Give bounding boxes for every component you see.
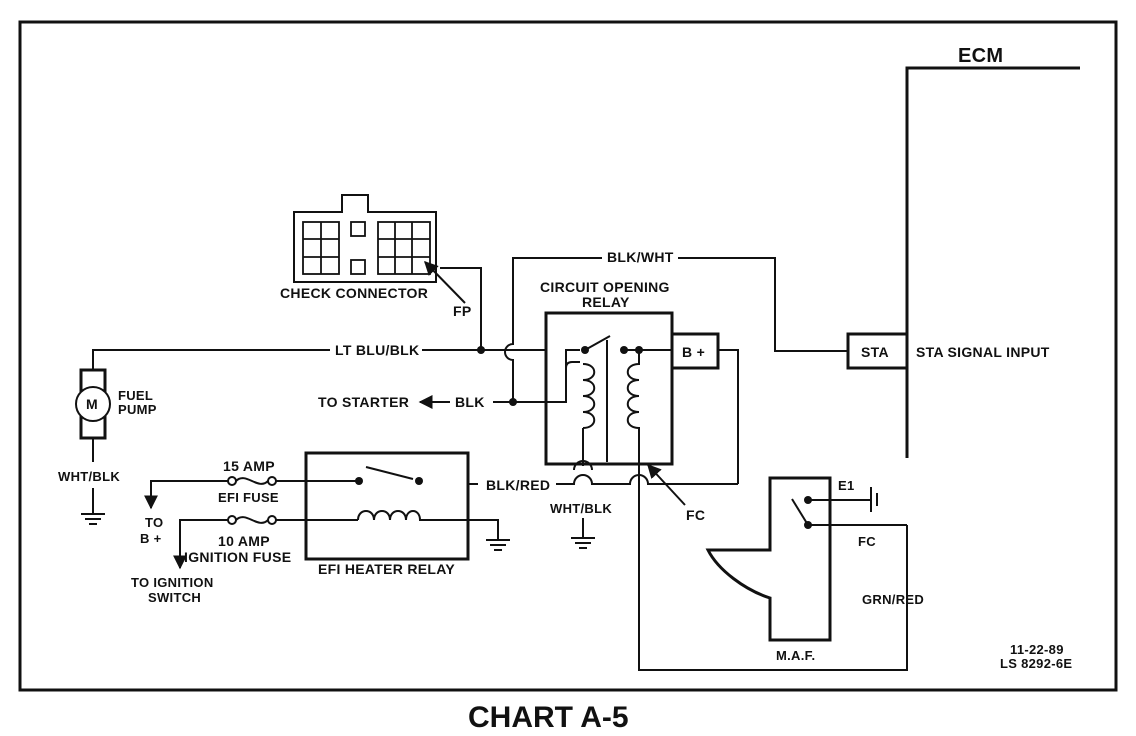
- blk-label: BLK: [455, 394, 485, 410]
- to-starter-label: TO STARTER: [318, 394, 409, 410]
- efi-heater-relay-label: EFI HEATER RELAY: [318, 561, 455, 577]
- to-b-label-1: TO: [145, 515, 163, 530]
- grn-red-label: GRN/RED: [862, 592, 924, 607]
- efi-heater-relay: EFI HEATER RELAY: [276, 451, 510, 577]
- to-ignition-label-1: TO IGNITION: [131, 575, 214, 590]
- fuel-pump: M FUEL PUMP WHT/BLK: [58, 368, 157, 525]
- motor-label: M: [86, 396, 98, 412]
- fc-relay-label: FC: [686, 507, 705, 523]
- ignition-fuse-label: IGNITION FUSE: [184, 549, 291, 565]
- diagram-title: CHART A-5: [468, 701, 629, 734]
- sta-signal-input-label: STA SIGNAL INPUT: [916, 344, 1050, 360]
- efi-fuse-label: EFI FUSE: [218, 490, 279, 505]
- ecm-label: ECM: [958, 45, 1003, 67]
- sta-label: STA: [861, 344, 889, 360]
- amp15-label: 15 AMP: [223, 458, 275, 474]
- circuit-opening-relay: CIRCUIT OPENING RELAY B +: [540, 279, 739, 484]
- to-ignition-label-2: SWITCH: [148, 590, 201, 605]
- fuel-pump-label-1: FUEL: [118, 388, 153, 403]
- maf-label: M.A.F.: [776, 648, 815, 663]
- amp10-label: 10 AMP: [218, 533, 270, 549]
- fuses: 15 AMP EFI FUSE TO B + 10 AMP IGNITION F…: [131, 458, 291, 605]
- blk-red-label: BLK/RED: [486, 477, 550, 493]
- diagram-border: [18, 20, 1118, 692]
- date-label: 11-22-89: [1010, 642, 1064, 657]
- ref-label: LS 8292-6E: [1000, 656, 1072, 671]
- check-connector: CHECK CONNECTOR FP: [280, 194, 472, 319]
- e1-label: E1: [838, 478, 855, 493]
- circuit-opening-relay-label-1: CIRCUIT OPENING: [540, 279, 670, 295]
- wht-blk-center-label: WHT/BLK: [550, 501, 612, 516]
- b-plus-label: B +: [682, 344, 705, 360]
- circuit-opening-relay-label-2: RELAY: [582, 294, 630, 310]
- fuel-pump-label-2: PUMP: [118, 402, 157, 417]
- wht-blk-left-label: WHT/BLK: [58, 469, 120, 484]
- maf-sensor: E1 FC GRN/RED M.A.F.: [705, 476, 924, 663]
- blk-wht-label: BLK/WHT: [607, 249, 674, 265]
- fc-maf-label: FC: [858, 534, 876, 549]
- fp-label: FP: [453, 303, 472, 319]
- check-connector-label: CHECK CONNECTOR: [280, 285, 428, 301]
- ecm-block: ECM STA STA SIGNAL INPUT: [846, 45, 1080, 458]
- to-b-label-2: B +: [140, 531, 162, 546]
- lt-blu-blk-label: LT BLU/BLK: [335, 342, 419, 358]
